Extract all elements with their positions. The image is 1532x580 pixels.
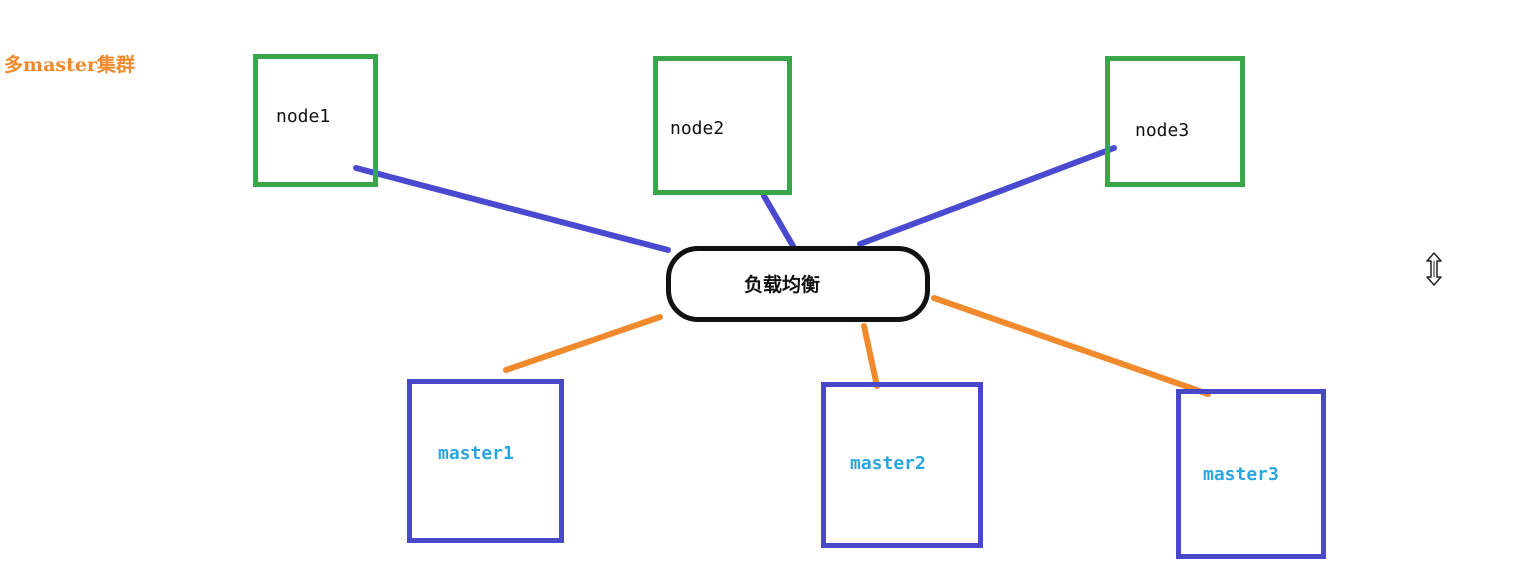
resize-vertical-cursor-icon bbox=[1426, 252, 1442, 286]
link-node2-lb bbox=[761, 193, 796, 249]
master-links bbox=[503, 295, 1211, 397]
node2-box bbox=[653, 56, 792, 195]
master1-label: master1 bbox=[438, 443, 514, 464]
node-links bbox=[353, 145, 1117, 253]
node1-box bbox=[253, 54, 378, 187]
node3-label: node3 bbox=[1135, 120, 1190, 141]
link-master2-lb bbox=[861, 323, 880, 389]
link-node1-lb bbox=[353, 165, 671, 253]
load-balancer bbox=[666, 246, 930, 322]
master3-label: master3 bbox=[1203, 464, 1279, 485]
node1-label: node1 bbox=[276, 106, 331, 127]
master3-box bbox=[1176, 389, 1326, 559]
node2-label: node2 bbox=[670, 118, 725, 139]
master2-box bbox=[821, 382, 983, 548]
load-balancer-label: 负载均衡 bbox=[744, 274, 821, 296]
node3-box bbox=[1105, 56, 1245, 187]
link-master1-lb bbox=[503, 314, 663, 373]
link-node3-lb bbox=[857, 145, 1117, 247]
link-master3-lb bbox=[931, 295, 1211, 397]
master1-box bbox=[407, 379, 564, 543]
diagram-title: 多master集群 bbox=[4, 54, 135, 76]
master2-label: master2 bbox=[850, 453, 926, 474]
